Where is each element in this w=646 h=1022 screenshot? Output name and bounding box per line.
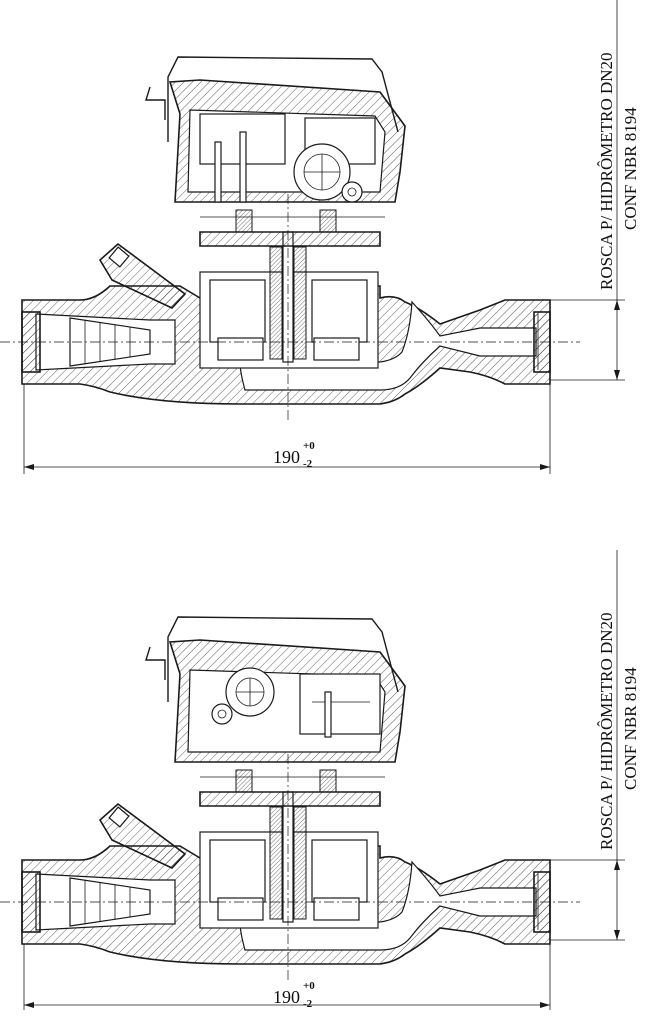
meter-view-top [0, 0, 625, 474]
thread-note-top: ROSCA P/ HIDRÔMETRO DN20 CONF NBR 8194 [597, 52, 640, 290]
dimension-upper-tol-bottom: +0 [303, 980, 315, 992]
dimension-nominal-bottom: 190 [273, 987, 300, 1007]
thread-note-bottom: ROSCA P/ HIDRÔMETRO DN20 CONF NBR 8194 [597, 612, 640, 850]
thread-note-line1-bottom: ROSCA P/ HIDRÔMETRO DN20 [597, 612, 616, 850]
dimension-upper-tol-top: +0 [303, 440, 315, 452]
dimension-lower-tol-top: -2 [303, 458, 313, 470]
dimension-nominal-top: 190 [273, 447, 300, 467]
meter-view-bottom [0, 550, 625, 1010]
thread-note-line2-bottom: CONF NBR 8194 [621, 667, 640, 790]
thread-note-line1-top: ROSCA P/ HIDRÔMETRO DN20 [597, 52, 616, 290]
dimension-lower-tol-bottom: -2 [303, 998, 313, 1010]
thread-note-line2-top: CONF NBR 8194 [621, 107, 640, 230]
